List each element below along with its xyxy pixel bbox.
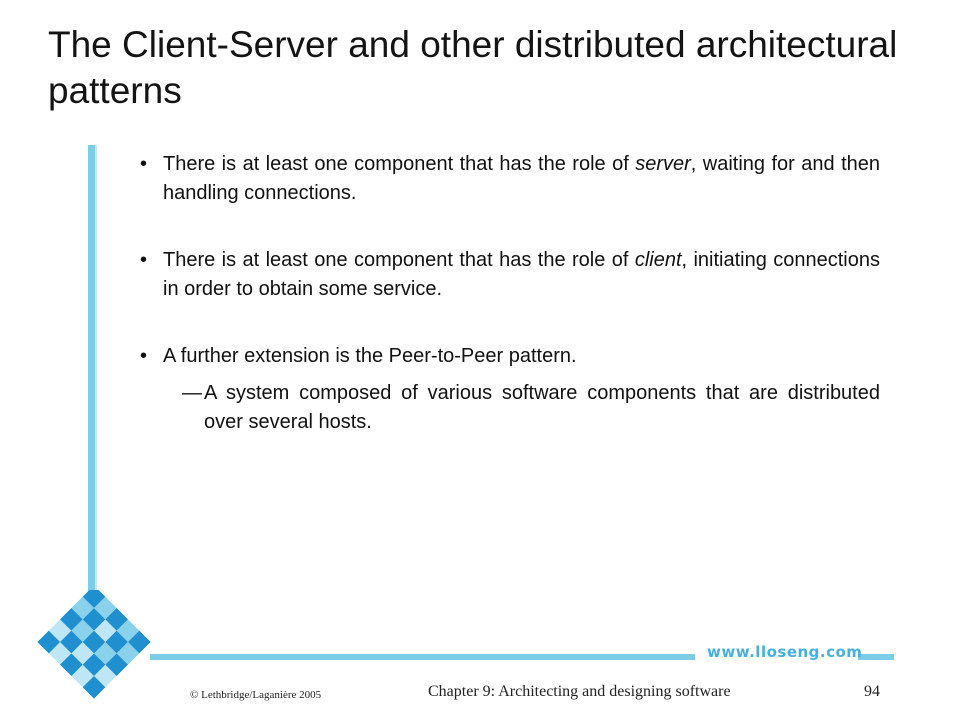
bullet-marker: • (140, 249, 148, 271)
bullet-list: • There is at least one component that h… (140, 150, 880, 437)
bullet-emphasis: server (635, 153, 691, 175)
slide-title: The Client-Server and other distributed … (48, 24, 898, 111)
vertical-accent-shadow (95, 145, 97, 595)
copyright-notice: © Lethbridge/Laganière 2005 (190, 689, 322, 701)
bullet-item-client: • There is at least one component that h… (140, 246, 880, 304)
bullet-emphasis: client (634, 249, 682, 271)
chapter-title: Chapter 9: Architecting and designing so… (428, 683, 731, 700)
bullet-text-part: There is at least one component that has… (163, 249, 635, 271)
bullet-item-server: • There is at least one component that h… (140, 150, 880, 208)
website-url: www.lloseng.com (707, 643, 863, 661)
bullet-text-part: , waiting for and then handling connecti… (163, 153, 881, 204)
horizontal-accent-line (150, 654, 695, 660)
page-number: 94 (864, 683, 880, 700)
bullet-text-part: , initiating connections in order to obt… (163, 249, 880, 300)
bullet-text-part: There is at least one component that has… (163, 153, 636, 175)
sub-bullet-marker: — (182, 382, 202, 404)
bullet-marker: • (140, 345, 148, 367)
sub-bullet-text: A system composed of various software co… (204, 382, 880, 433)
bullet-text: A further extension is the Peer-to-Peer … (163, 345, 577, 367)
checkered-diamond-logo-icon (37, 590, 151, 699)
horizontal-accent-line-end (858, 654, 894, 660)
bullet-marker: • (140, 153, 148, 175)
vertical-accent-line (88, 145, 95, 595)
sub-bullet-item: — A system composed of various software … (182, 379, 880, 437)
bullet-item-peer-to-peer: • A further extension is the Peer-to-Pee… (140, 342, 880, 371)
